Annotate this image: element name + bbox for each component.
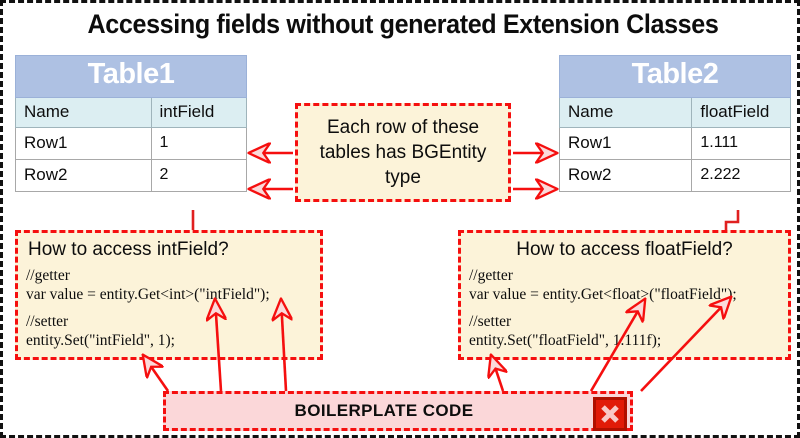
table-row: Row2 2 — [15, 159, 248, 192]
intfield-getter-code: var value = entity.Get<int>("intField"); — [26, 285, 270, 303]
floatfield-getter-code: var value = entity.Get<float>("floatFiel… — [469, 285, 737, 303]
table-1-header-row: Name intField — [15, 97, 248, 128]
boilerplate-banner: BOILERPLATE CODE — [163, 391, 633, 431]
code-spacer — [18, 305, 320, 313]
intfield-code-heading: How to access intField? — [28, 239, 229, 260]
table-2-header-row: Name floatField — [558, 97, 791, 128]
table-2: Table2 Name floatField Row1 1.111 Row2 2… — [558, 55, 791, 192]
table-row: Row1 1 — [15, 127, 248, 160]
floatfield-setter-comment: //setter — [469, 312, 512, 330]
table-1-col-value: intField — [150, 97, 248, 128]
entity-type-callout: Each row of these tables has BGEntity ty… — [295, 103, 511, 202]
table-2-r2-name: Row2 — [558, 159, 693, 192]
table-2-r2-value: 2.222 — [691, 159, 791, 192]
table-1-caption-row: Table1 — [15, 55, 247, 98]
table-1: Table1 Name intField Row1 1 Row2 2 — [15, 55, 248, 192]
arrow-banner-to-floatfield-setter — [491, 355, 503, 392]
code-spacer — [461, 305, 788, 313]
table-2-col-value: floatField — [691, 97, 791, 128]
table-2-caption: Table2 — [559, 55, 791, 98]
table-2-r1-name: Row1 — [558, 127, 693, 160]
arrow-banner-to-intfield-setter — [143, 355, 170, 392]
floatfield-getter-comment: //getter — [469, 267, 513, 284]
x-mark-icon — [593, 397, 627, 431]
table-2-col-name: Name — [558, 97, 693, 128]
table-1-col-name: Name — [15, 97, 152, 128]
intfield-setter-code: entity.Set("intField", 1); — [26, 331, 175, 349]
floatfield-code-callout: How to access floatField? //getter var v… — [458, 230, 791, 360]
page-title: Accessing fields without generated Exten… — [87, 9, 719, 39]
intfield-setter-comment: //setter — [26, 312, 69, 330]
table-1-caption: Table1 — [15, 55, 247, 98]
table-row: Row1 1.111 — [558, 127, 791, 160]
table-1-r1-name: Row1 — [15, 127, 152, 160]
connector-table2-to-floatfield-box — [724, 210, 740, 230]
intfield-code-callout: How to access intField? //getter var val… — [15, 230, 323, 360]
table-1-r2-name: Row2 — [15, 159, 152, 192]
table-2-caption-row: Table2 — [559, 55, 791, 98]
table-1-r2-value: 2 — [150, 159, 248, 192]
boilerplate-label: BOILERPLATE CODE — [294, 401, 474, 420]
floatfield-setter-code: entity.Set("floatField", 1.111f); — [469, 331, 662, 349]
floatfield-code-heading: How to access floatField? — [516, 239, 733, 260]
table-2-r1-value: 1.111 — [691, 127, 791, 160]
table-row: Row2 2.222 — [558, 159, 791, 192]
intfield-getter-comment: //getter — [26, 267, 70, 284]
table-1-r1-value: 1 — [150, 127, 248, 160]
entity-type-callout-text: Each row of these tables has BGEntity ty… — [319, 116, 487, 189]
